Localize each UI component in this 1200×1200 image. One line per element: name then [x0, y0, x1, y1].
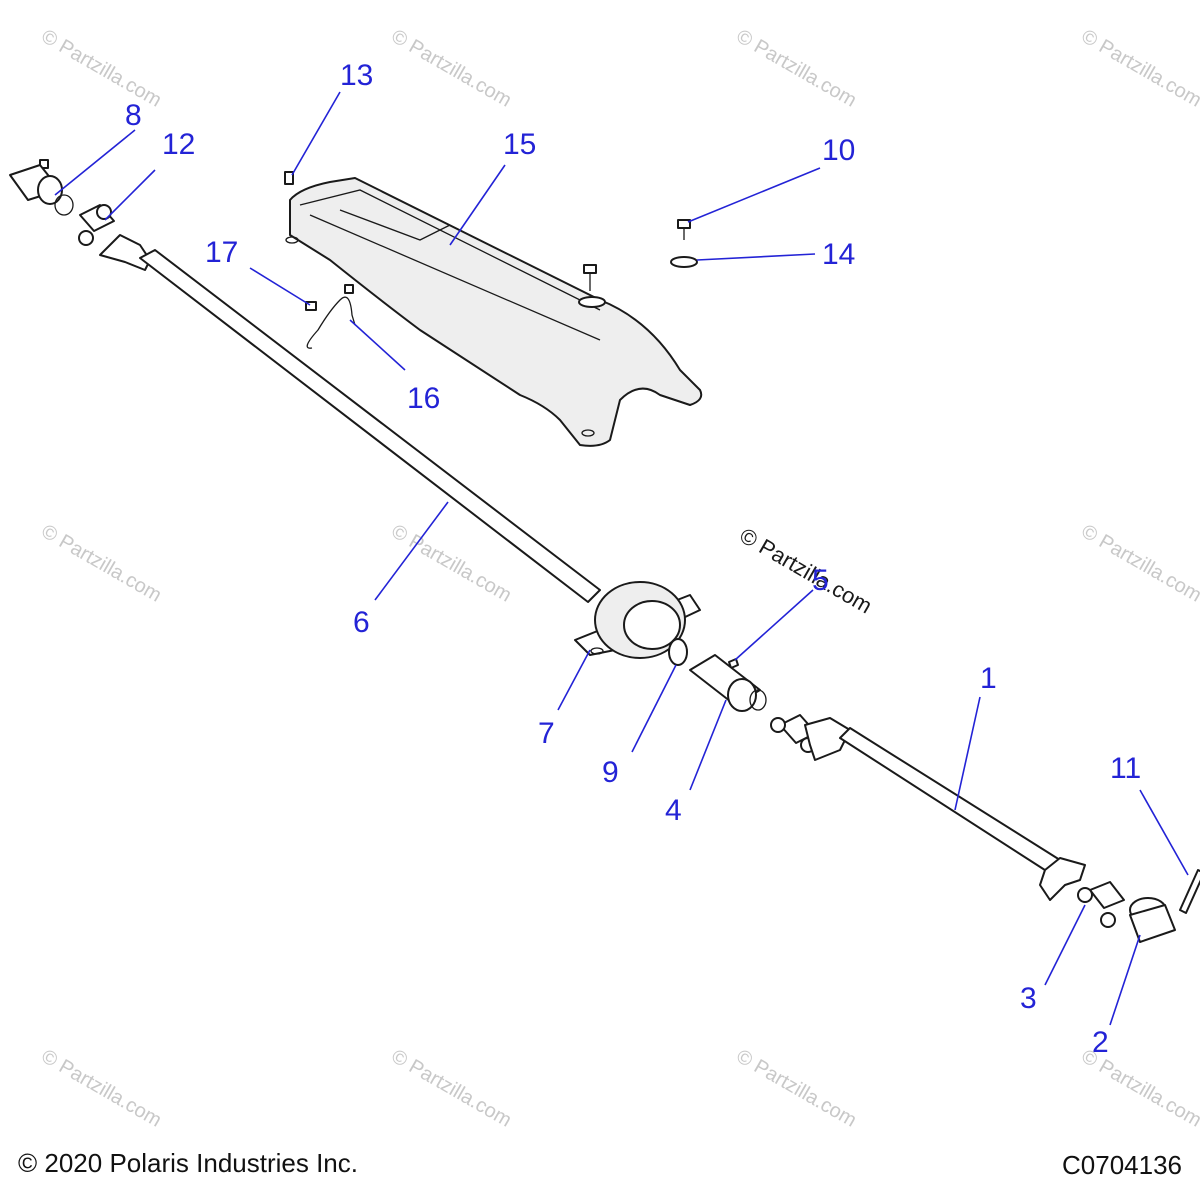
callout-1: 1 — [980, 662, 997, 695]
snap-ring — [668, 638, 688, 666]
callout-11: 11 — [1110, 752, 1141, 785]
callout-3: 3 — [1020, 982, 1037, 1015]
front-yoke — [9, 164, 115, 246]
watermark: © Partzilla.com — [1078, 25, 1200, 111]
hardware — [39, 159, 1200, 914]
rear-yoke — [1129, 897, 1176, 943]
center-bearing — [574, 581, 701, 659]
driveshaft-shield — [285, 177, 703, 447]
watermark: © Partzilla.com — [733, 25, 861, 111]
callout-10: 10 — [822, 134, 855, 167]
watermark: © Partzilla.com — [388, 1045, 516, 1131]
callout-15: 15 — [503, 128, 536, 161]
diagram-code: C0704136 — [1062, 1150, 1182, 1180]
callout-4: 4 — [665, 794, 682, 827]
callout-14: 14 — [822, 238, 855, 271]
rear-u-joint — [1077, 881, 1125, 928]
copyright-text: © 2020 Polaris Industries Inc. — [18, 1148, 358, 1178]
watermark: © Partzilla.com — [1078, 520, 1200, 606]
callout-5: 5 — [812, 564, 829, 597]
sensor-harness — [305, 284, 356, 349]
callout-13: 13 — [340, 59, 373, 92]
callout-9: 9 — [602, 756, 619, 789]
callout-8: 8 — [125, 99, 142, 132]
watermark: © Partzilla.com — [388, 520, 516, 606]
callout-16: 16 — [407, 382, 440, 415]
callout-12: 12 — [162, 128, 195, 161]
watermark-center: © Partzilla.com — [736, 523, 877, 619]
watermark: © Partzilla.com — [388, 25, 516, 111]
watermarks: © Partzilla.com © Partzilla.com © Partzi… — [38, 25, 1200, 1131]
callout-6: 6 — [353, 606, 370, 639]
slip-yoke — [689, 654, 767, 712]
front-shaft — [99, 234, 601, 603]
rear-shaft — [804, 717, 1086, 901]
callout-17: 17 — [205, 236, 238, 269]
callout-2: 2 — [1092, 1026, 1109, 1059]
callouts: 8 12 13 15 10 14 17 16 6 5 7 9 4 1 11 3 … — [125, 59, 1141, 1059]
watermark: © Partzilla.com — [38, 520, 166, 606]
watermark: © Partzilla.com — [38, 25, 166, 111]
callout-7: 7 — [538, 717, 555, 750]
watermark: © Partzilla.com — [38, 1045, 166, 1131]
leader-lines — [54, 91, 1189, 1026]
watermark: © Partzilla.com — [733, 1045, 861, 1131]
